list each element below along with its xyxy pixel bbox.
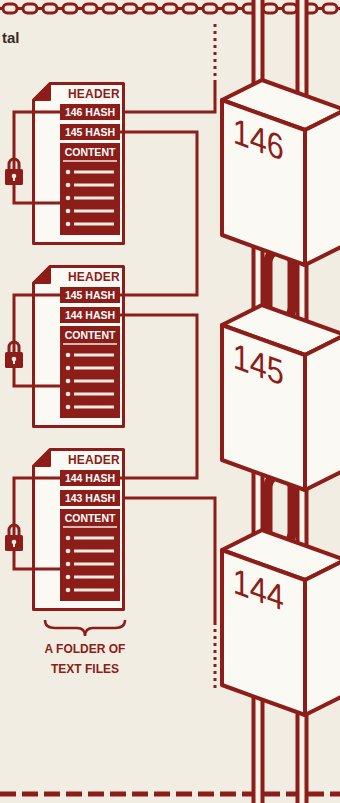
hash-label: 143 HASH xyxy=(60,490,120,506)
block-cube: 146 xyxy=(222,80,340,265)
hash-link xyxy=(14,295,60,386)
document-icon: HEADER 144 HASH 143 HASH CONTENT xyxy=(32,448,125,611)
block-cube: 145 xyxy=(222,305,340,490)
content-block: CONTENT xyxy=(60,143,120,235)
header-label: HEADER xyxy=(68,87,120,101)
cube-outline xyxy=(222,530,340,715)
hash-label: 146 HASH xyxy=(60,104,120,120)
hash-link xyxy=(14,478,60,569)
content-label: CONTENT xyxy=(60,327,120,343)
hash-bar: 144 HASH xyxy=(60,307,120,323)
lock-icons xyxy=(5,159,23,551)
list-icons xyxy=(63,161,117,592)
folder-caption: A FOLDER OF TEXT FILES xyxy=(37,639,133,679)
cube-outline xyxy=(222,80,340,265)
chain-border xyxy=(0,1,340,18)
content-label: CONTENT xyxy=(60,510,120,526)
content-label: CONTENT xyxy=(60,144,120,160)
dashed-border xyxy=(0,792,340,797)
hash-link xyxy=(120,132,197,295)
hash-bar: 144 HASH xyxy=(60,470,120,486)
content-block: CONTENT xyxy=(60,326,120,418)
content-block: CONTENT xyxy=(60,509,120,601)
header-label: HEADER xyxy=(68,453,120,467)
cropped-text: tal xyxy=(2,29,42,47)
hash-bar: 145 HASH xyxy=(60,124,120,140)
hash-bar: 145 HASH xyxy=(60,287,120,303)
hash-label: 144 HASH xyxy=(60,307,120,323)
hash-label: 144 HASH xyxy=(60,470,120,486)
hash-bar: 146 HASH xyxy=(60,104,120,120)
leader-lines xyxy=(120,22,215,692)
cube-outline xyxy=(222,305,340,490)
hash-label: 145 HASH xyxy=(60,287,120,303)
header-label: HEADER xyxy=(68,270,120,284)
document-icon: HEADER 145 HASH 144 HASH CONTENT xyxy=(32,265,125,428)
hash-link xyxy=(120,315,197,478)
block-cube: 144 xyxy=(222,530,340,715)
hash-bar: 143 HASH xyxy=(60,490,120,506)
hash-label: 145 HASH xyxy=(60,124,120,140)
hash-link xyxy=(14,112,60,203)
folder-brace xyxy=(45,620,125,636)
document-icon: HEADER 146 HASH 145 HASH CONTENT xyxy=(32,82,125,245)
